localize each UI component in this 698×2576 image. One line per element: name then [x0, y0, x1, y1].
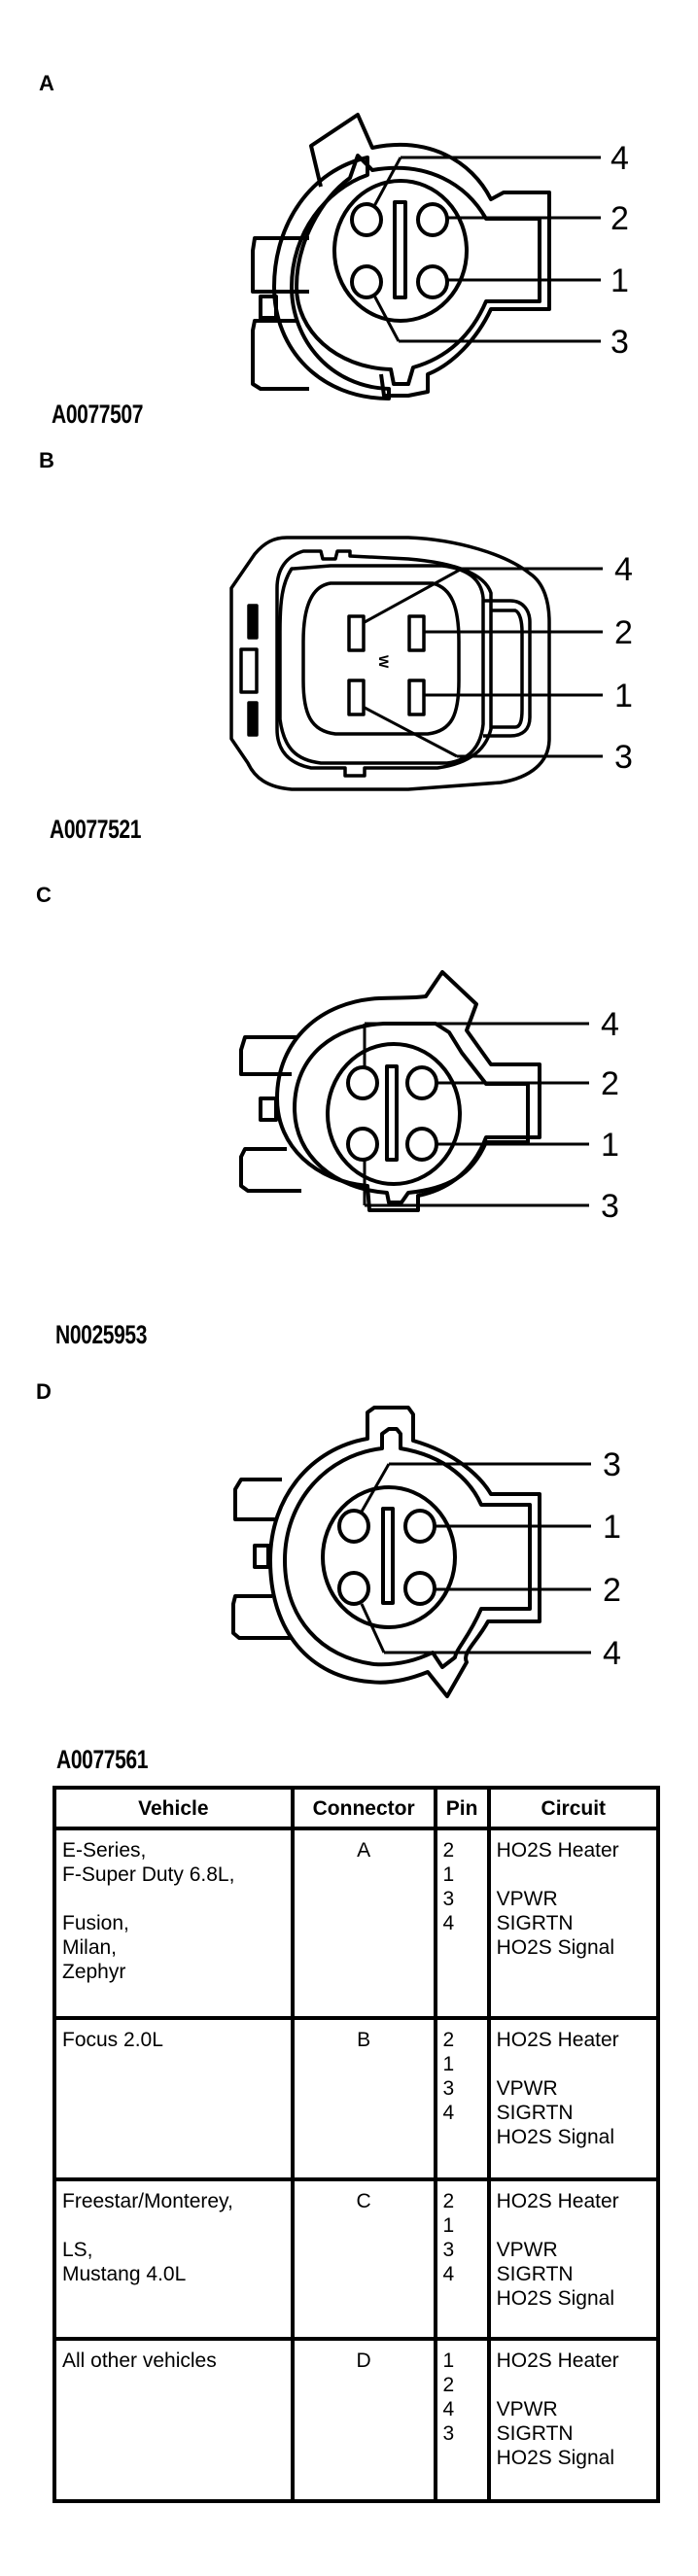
pinout-table: Vehicle Connector Pin Circuit E-Series, …: [52, 1786, 661, 2503]
callout-2: 2: [601, 1065, 619, 1102]
callout-1: 1: [603, 1509, 621, 1546]
vehicle-cell: E-Series, F-Super Duty 6.8L, Fusion, Mil…: [52, 1827, 295, 2020]
connector-a-diagram: 4 2 1 3: [251, 113, 629, 400]
circuit-cell: HO2S Heater VPWR SIGRTN HO2S Signal: [486, 2337, 661, 2503]
callout-3: 3: [601, 1188, 619, 1225]
section-letter-b: B: [39, 448, 54, 472]
callout-1: 1: [611, 262, 629, 299]
circuit-cell: HO2S Heater VPWR SIGRTN HO2S Signal: [486, 2016, 661, 2181]
table-row: All other vehicles D 1 2 4 3 HO2S Heater…: [52, 2337, 661, 2503]
header-vehicle: Vehicle: [52, 1786, 295, 1830]
table-row: Focus 2.0L B 2 1 3 4 HO2S Heater VPWR SI…: [52, 2016, 661, 2181]
header-circuit: Circuit: [486, 1786, 661, 1830]
figure-id-b: A0077521: [50, 815, 142, 844]
circuit-cell: HO2S Heater VPWR SIGRTN HO2S Signal: [486, 1827, 661, 2020]
connector-cell: A: [290, 1827, 437, 2020]
header-pin: Pin: [433, 1786, 491, 1830]
table-header-row: Vehicle Connector Pin Circuit: [52, 1786, 661, 1830]
callout-2: 2: [611, 200, 629, 237]
connector-cell: B: [290, 2016, 437, 2181]
connector-c-diagram: 4 2 1 3: [239, 970, 619, 1225]
section-letter-c: C: [36, 883, 52, 907]
connector-b-diagram: W 4 2 1 3: [229, 536, 633, 791]
callout-1: 1: [601, 1127, 619, 1164]
callout-4: 4: [603, 1635, 621, 1672]
section-letter-a: A: [39, 71, 54, 95]
table-row: Freestar/Monterey, LS, Mustang 4.0L C 2 …: [52, 2177, 661, 2341]
header-connector: Connector: [290, 1786, 437, 1830]
callout-1: 1: [614, 678, 633, 714]
pin-cell: 2 1 3 4: [433, 1827, 491, 2020]
leader-4: [372, 157, 402, 207]
callout-3: 3: [611, 324, 629, 361]
circuit-cell: HO2S Heater VPWR SIGRTN HO2S Signal: [486, 2177, 661, 2341]
pin-cell: 2 1 3 4: [433, 2016, 491, 2181]
figure-id-d: A0077561: [56, 1745, 149, 1774]
vehicle-cell: All other vehicles: [52, 2337, 295, 2503]
figure-id-c: N0025953: [55, 1320, 148, 1349]
vehicle-cell: Freestar/Monterey, LS, Mustang 4.0L: [52, 2177, 295, 2341]
callout-3: 3: [603, 1446, 621, 1483]
connector-d-diagram: 3 1 2 4: [231, 1406, 621, 1698]
leader-3: [372, 295, 401, 342]
table-row: E-Series, F-Super Duty 6.8L, Fusion, Mil…: [52, 1827, 661, 2020]
section-letter-d: D: [36, 1379, 52, 1404]
pin-cell: 1 2 4 3: [433, 2337, 491, 2503]
pin-cell: 2 1 3 4: [433, 2177, 491, 2341]
callout-4: 4: [611, 140, 629, 177]
keying-mark: W: [376, 655, 392, 669]
connector-cell: D: [290, 2337, 437, 2503]
callout-3: 3: [614, 739, 633, 776]
vehicle-cell: Focus 2.0L: [52, 2016, 295, 2181]
connector-cell: C: [290, 2177, 437, 2341]
figure-id-a: A0077507: [52, 400, 144, 429]
callout-2: 2: [603, 1572, 621, 1609]
left-flap-upper: [251, 236, 309, 294]
left-flap-lower: [251, 319, 309, 391]
callout-2: 2: [614, 614, 633, 651]
callout-4: 4: [601, 1006, 619, 1043]
callout-4: 4: [614, 551, 633, 588]
